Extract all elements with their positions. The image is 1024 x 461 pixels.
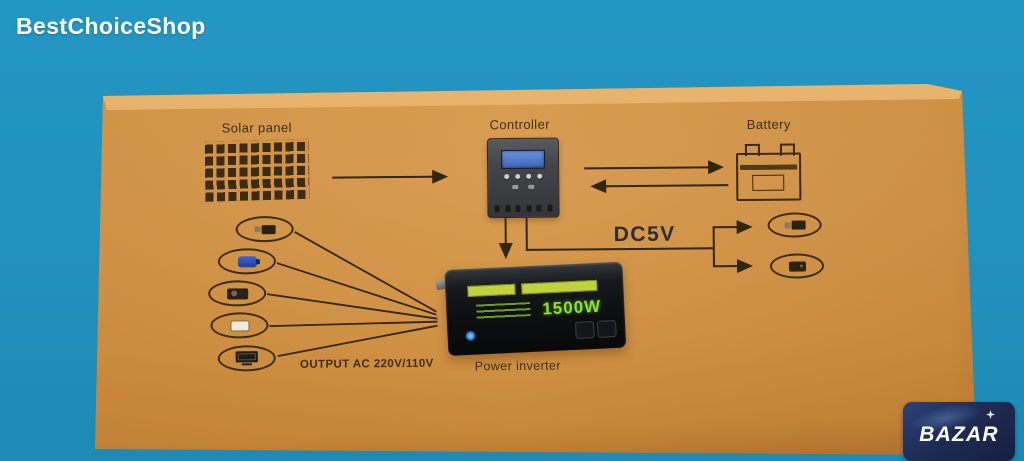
battery-body	[735, 152, 802, 202]
arrow-battery-to-controller	[590, 179, 729, 194]
controller-terminals	[494, 204, 553, 213]
dc-output-line	[525, 217, 714, 251]
device-fan-lines	[267, 231, 438, 357]
controller-label: Controller	[489, 116, 550, 133]
bazar-logo-badge: BAZAR	[903, 398, 1015, 461]
badge-spark-icon	[986, 410, 995, 419]
usb-flash-drive-icon	[254, 224, 276, 234]
watermark-text: BestChoiceShop	[16, 13, 206, 39]
inverter-ac-socket	[575, 321, 595, 339]
controller-indicators	[488, 184, 558, 190]
output-rating-label: OUTPUT AC 220V/110V	[299, 357, 434, 371]
white-appliance-icon	[229, 319, 250, 331]
battery-icon	[735, 143, 803, 202]
power-inverter-image: 1500W	[435, 261, 627, 356]
arrow-dc-to-phone	[712, 248, 753, 274]
blue-power-adapter-icon	[237, 255, 257, 267]
tv-monitor-icon	[235, 351, 258, 366]
inverter-ac-socket	[596, 320, 617, 338]
controller-buttons	[488, 173, 558, 180]
camera-icon	[226, 287, 248, 300]
arrow-controller-to-battery	[584, 160, 725, 175]
usb-flash-drive-icon	[784, 220, 806, 230]
solar-panel-label: Solar panel	[221, 119, 292, 136]
solar-panel-icon	[204, 138, 310, 202]
inverter-wattage-text: 1500W	[541, 296, 602, 319]
inverter-spec-text-marks	[476, 302, 531, 321]
dc-voltage-label: DC5V	[613, 222, 676, 247]
arrow-dc-to-usb	[712, 220, 753, 249]
battery-label: Battery	[746, 116, 791, 132]
arrow-solar-to-controller	[332, 169, 449, 184]
power-inverter-label: Power inverter	[474, 358, 561, 374]
badge-brand-text: BAZAR	[919, 423, 999, 447]
mobile-phone-icon	[788, 260, 806, 272]
inverter-label-strip	[467, 283, 516, 297]
controller-lcd-screen	[500, 149, 546, 170]
battery-tag	[752, 174, 785, 191]
charge-controller-icon	[486, 137, 560, 219]
battery-band	[740, 164, 798, 171]
